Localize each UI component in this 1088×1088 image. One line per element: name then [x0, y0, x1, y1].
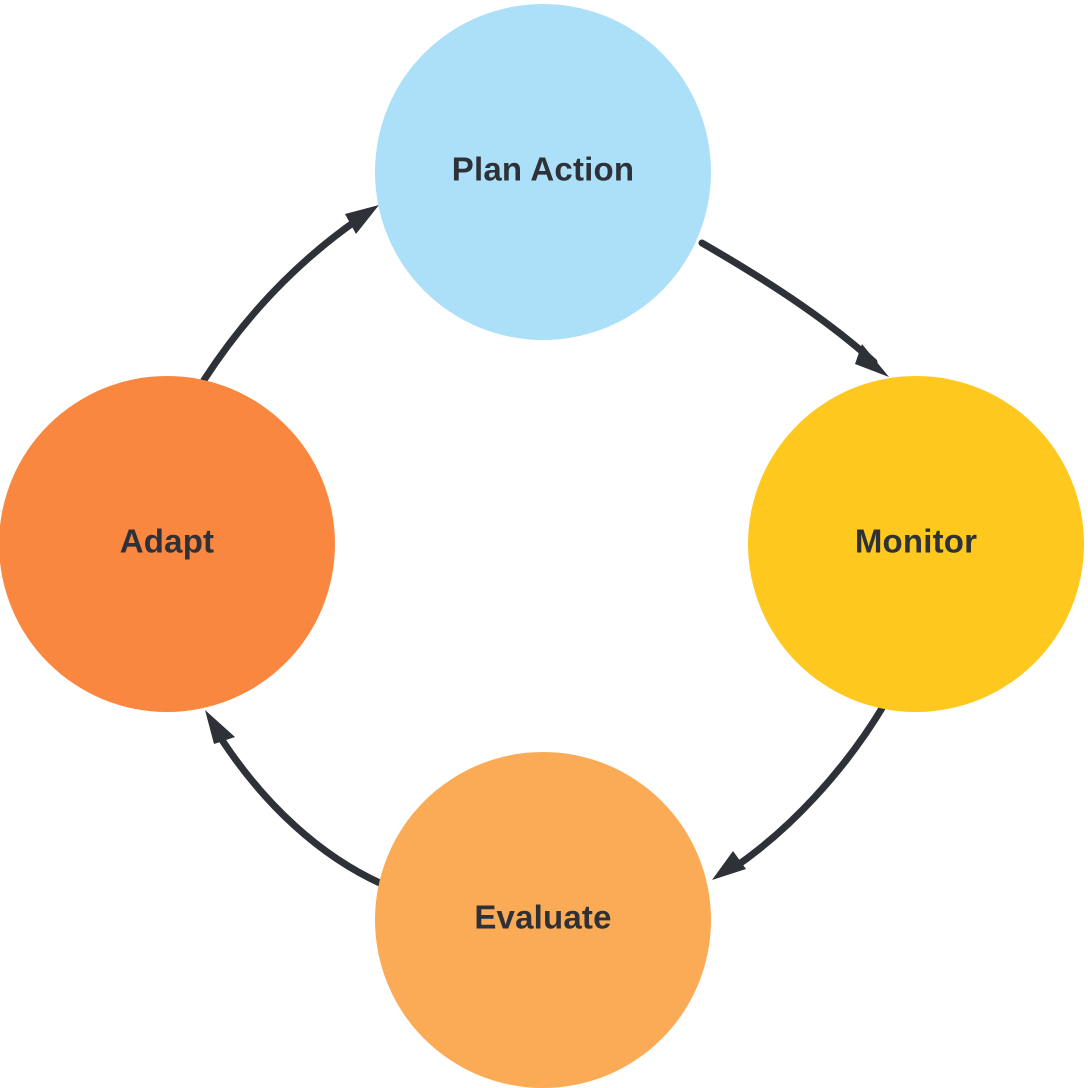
node-plan-action[interactable]: Plan Action [375, 4, 711, 340]
node-evaluate-circle[interactable] [375, 752, 711, 1088]
edge-adapt-to-plan [200, 205, 379, 384]
node-monitor-circle[interactable] [748, 376, 1084, 712]
edge-plan-to-monitor [698, 239, 889, 377]
edge-monitor-to-evaluate-arrowhead [712, 851, 746, 880]
edge-adapt-to-plan-arrowhead [345, 205, 379, 234]
edge-monitor-to-evaluate-path [728, 701, 888, 873]
edge-plan-to-monitor-path [698, 239, 878, 366]
edge-evaluate-to-adapt-arrowhead [205, 710, 235, 744]
edge-monitor-to-evaluate [712, 701, 888, 880]
node-adapt-circle[interactable] [0, 376, 335, 712]
cycle-nodes: Plan Action Monitor Evaluate Adapt [0, 4, 1084, 1088]
edge-plan-to-monitor-arrowhead [855, 344, 889, 377]
node-monitor[interactable]: Monitor [748, 376, 1084, 712]
flow-arrows [200, 205, 889, 888]
node-monitor-label: Monitor [855, 523, 977, 560]
node-adapt-label: Adapt [120, 523, 215, 560]
node-plan-action-circle[interactable] [375, 4, 711, 340]
edge-adapt-to-plan-path [200, 216, 361, 384]
node-evaluate-label: Evaluate [474, 899, 611, 936]
node-plan-action-label: Plan Action [452, 151, 635, 188]
node-evaluate[interactable]: Evaluate [375, 752, 711, 1088]
node-adapt[interactable]: Adapt [0, 376, 335, 712]
edge-evaluate-to-adapt [205, 710, 386, 888]
edge-evaluate-to-adapt-path [218, 736, 386, 888]
